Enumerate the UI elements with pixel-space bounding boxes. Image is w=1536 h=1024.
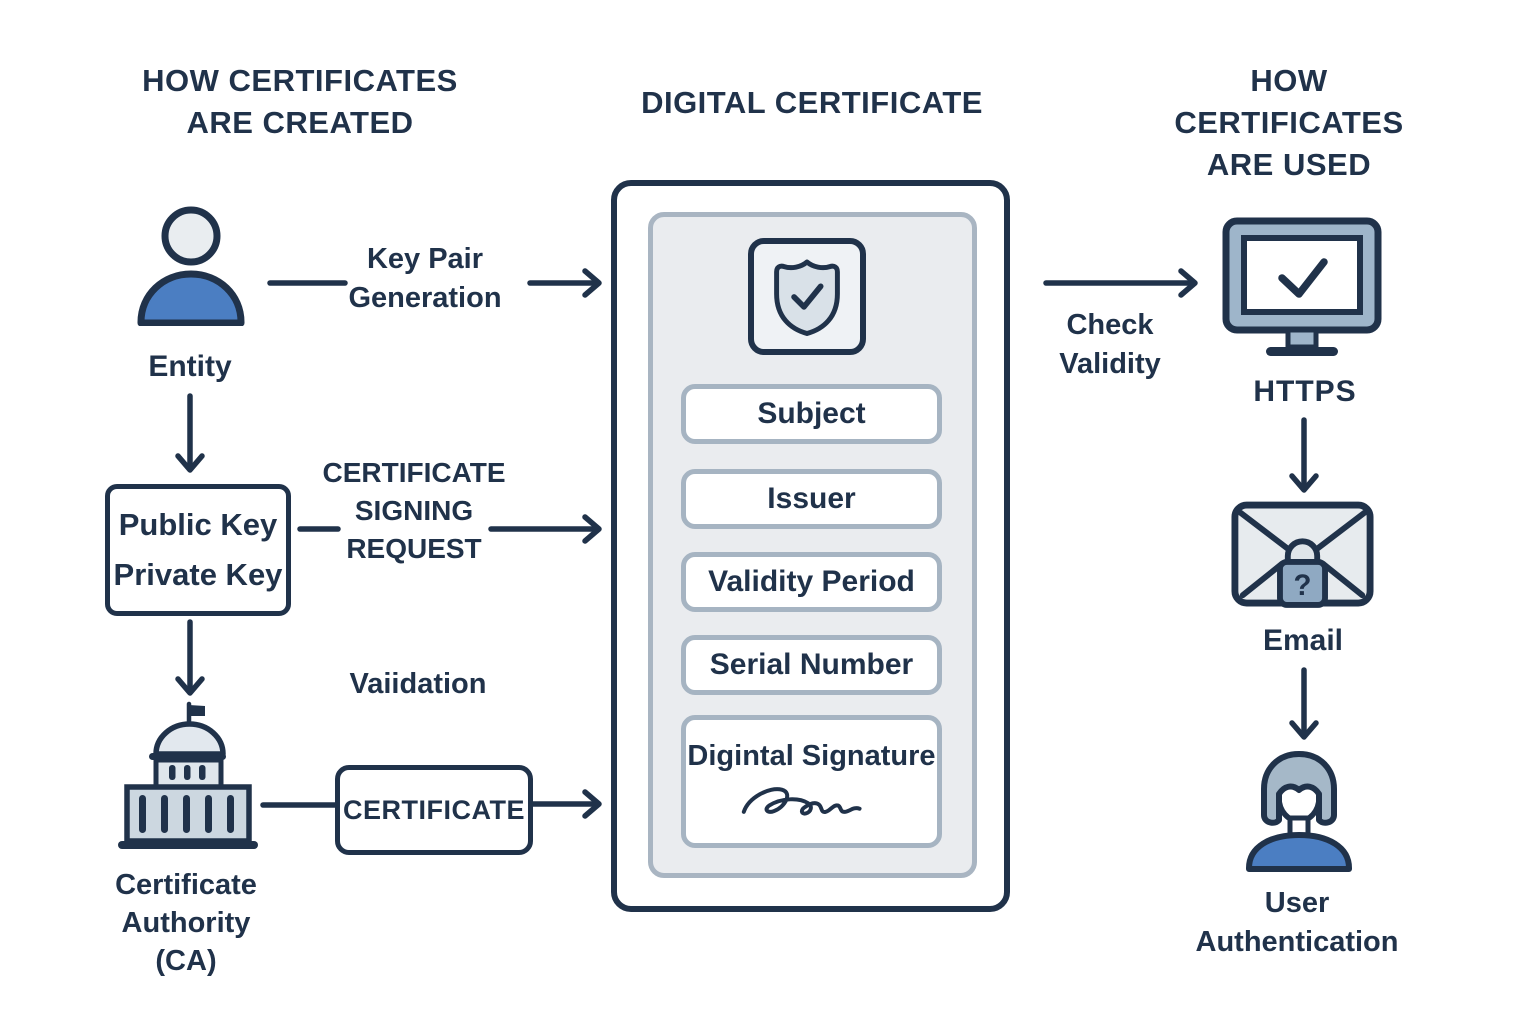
entity-label: Entity (148, 350, 232, 383)
cert-field-digital-signature: Digintal Signature (681, 715, 942, 848)
key-pair-box: Public Key Private Key (105, 484, 291, 616)
validation-label: Vaiidation (349, 668, 487, 700)
arrow-csr-to-certificate (488, 514, 602, 544)
cert-field-issuer: Issuer (681, 469, 942, 529)
arrow-keys-to-ca (175, 619, 205, 696)
handwritten-signature-icon (741, 787, 862, 816)
certificate-pill-box: CERTIFICATE (335, 765, 533, 855)
header-how-used: HOW CERTIFICATES ARE USED (1174, 63, 1404, 182)
ca-label: Certificate Authority (CA) (115, 869, 257, 977)
arrow-certificate-pill-to-card (529, 789, 602, 819)
https-label: HTTPS (1253, 375, 1357, 408)
user-authentication-label: User Authentication (1195, 887, 1399, 958)
header-digital-certificate: DIGITAL CERTIFICATE (641, 85, 983, 120)
arrow-email-to-user (1289, 667, 1319, 740)
user-woman-icon (1246, 751, 1352, 872)
keypair-generation-label: Key Pair Generation (348, 243, 502, 314)
check-validity-label: Check Validity (1059, 309, 1161, 380)
email-label: Email (1262, 624, 1344, 657)
certificate-authority-building-icon (118, 701, 258, 849)
lock-question-glyph: ? (1294, 569, 1312, 602)
arrow-https-to-email (1289, 417, 1319, 493)
arrow-keypair-to-certificate (527, 268, 602, 298)
shield-check-icon (774, 259, 840, 336)
arrow-entity-to-keys (175, 393, 205, 473)
cert-field-serial-number: Serial Number (681, 635, 942, 695)
arrow-check-validity (1043, 268, 1198, 298)
https-monitor-icon (1222, 217, 1382, 356)
shield-badge (748, 238, 866, 355)
entity-person-icon (137, 206, 245, 326)
cert-field-subject: Subject (681, 384, 942, 444)
header-how-created: HOW CERTIFICATES ARE CREATED (142, 63, 458, 140)
csr-label: CERTIFICATE SIGNING REQUEST (322, 457, 506, 564)
email-lock-icon: ? (1231, 501, 1374, 608)
cert-field-validity-period: Validity Period (681, 552, 942, 612)
digital-signature-label: Digintal Signature (687, 740, 936, 772)
